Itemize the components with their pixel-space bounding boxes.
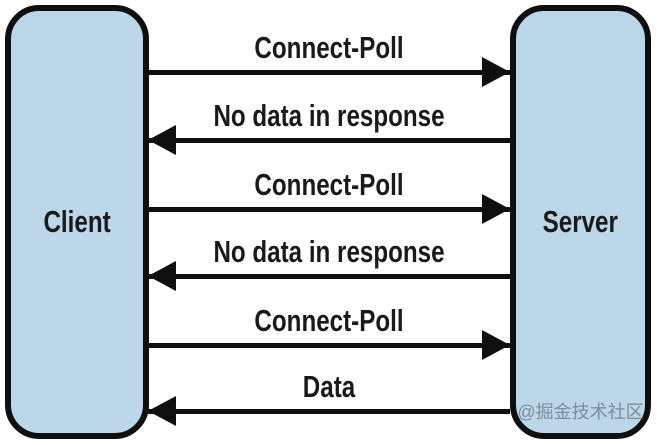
arrow-line <box>148 137 510 143</box>
arrowhead-left-icon <box>148 125 176 155</box>
server-label: Server <box>542 204 619 239</box>
message-row: Connect-Poll <box>148 166 510 224</box>
message-label: Connect-Poll <box>254 30 404 66</box>
arrow-line <box>148 273 510 279</box>
arrowhead-right-icon <box>482 330 510 360</box>
message-row: Connect-Poll <box>148 302 510 360</box>
message-label: Data <box>302 369 356 405</box>
message-row: Connect-Poll <box>148 29 510 87</box>
arrowhead-left-icon <box>148 261 176 291</box>
arrow-line <box>148 408 510 414</box>
arrowhead-right-icon <box>482 194 510 224</box>
message-row: Data <box>148 368 510 426</box>
arrowhead-left-icon <box>148 396 176 426</box>
message-label: Connect-Poll <box>254 167 404 203</box>
message-label: No data in response <box>213 234 445 270</box>
server-box: Server @掘金技术社区 <box>510 5 651 439</box>
message-label: No data in response <box>213 98 445 134</box>
arrow-line <box>148 69 510 75</box>
client-box: Client <box>5 5 149 439</box>
message-label: Connect-Poll <box>254 303 404 339</box>
arrow-line <box>148 342 510 348</box>
message-row: No data in response <box>148 97 510 155</box>
arrowhead-right-icon <box>482 57 510 87</box>
client-label: Client <box>43 204 111 239</box>
message-row: No data in response <box>148 233 510 291</box>
arrow-line <box>148 206 510 212</box>
